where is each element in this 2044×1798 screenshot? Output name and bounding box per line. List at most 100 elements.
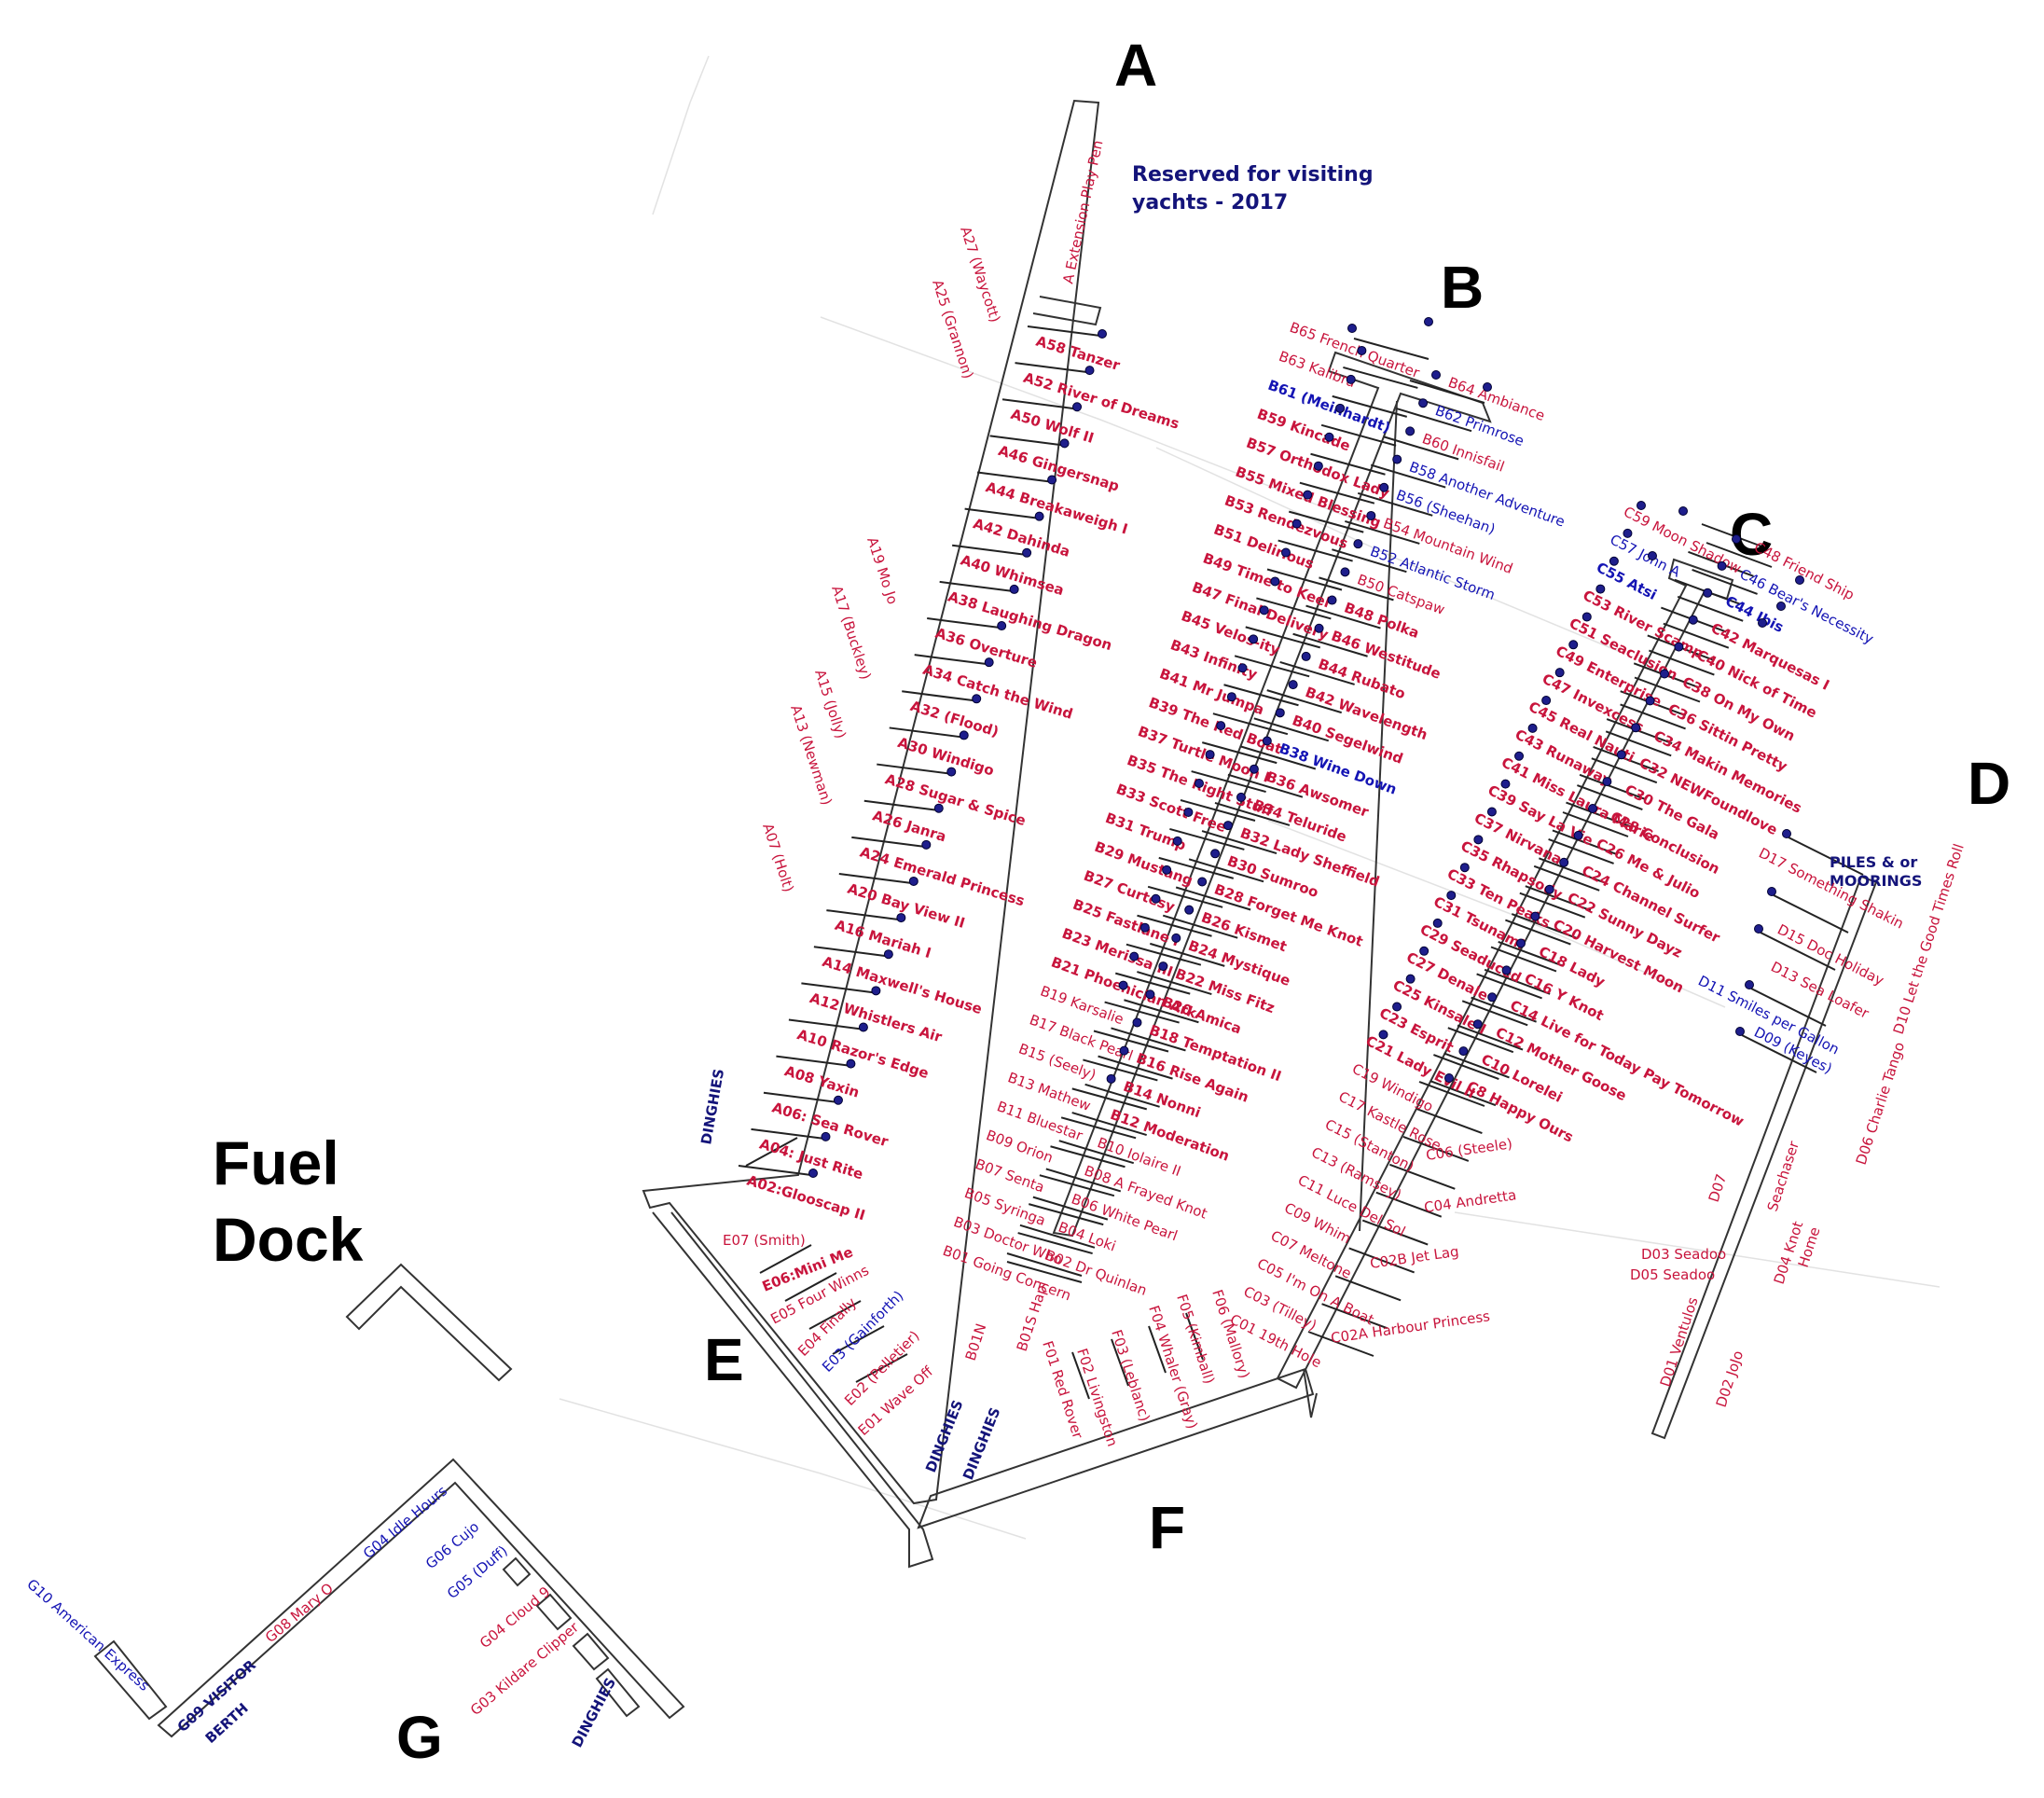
berth-label: D01 Ventulos (1657, 1295, 1702, 1390)
mooring-dot (1588, 804, 1597, 813)
mooring-dot (1172, 836, 1182, 846)
finger-pier (964, 507, 1038, 519)
finger-pier (1357, 491, 1433, 517)
finger-pier (1027, 325, 1101, 337)
mooring-dot (1674, 642, 1684, 652)
mooring-dot (1262, 736, 1272, 746)
finger-pier (1375, 1191, 1443, 1218)
finger-pier (877, 763, 950, 775)
dinghies-label-f: DINGHIES (960, 1405, 1003, 1483)
mooring-dot (1259, 605, 1269, 615)
finger-pier (759, 1244, 812, 1274)
berth-label: A08 Yaxin (782, 1062, 861, 1100)
mooring-dot (1568, 640, 1579, 650)
finger-pier (1111, 1338, 1129, 1387)
map-notes: Reserved for visiting yachts - 2017 PILE… (174, 163, 1923, 1750)
finger-pier (763, 1091, 837, 1103)
dock-f-finger-piers (1071, 1312, 1204, 1400)
mooring-dot (1527, 723, 1538, 733)
finger-pier (1223, 684, 1299, 707)
finger-pier (1519, 892, 1586, 919)
dock-b (1006, 338, 1492, 1283)
mooring-dot (1162, 864, 1172, 875)
mooring-dot (1301, 651, 1311, 661)
finger-pier (1361, 1219, 1429, 1246)
berth-label: A07 (Holt) (759, 822, 797, 894)
finger-pier (1188, 858, 1264, 883)
mooring-dot (1516, 938, 1526, 948)
berth-label: A Extension Play Pen (1059, 139, 1106, 285)
mooring-dot (1573, 830, 1583, 840)
mooring-dot (1541, 696, 1552, 706)
mooring-dot (933, 803, 944, 813)
finger-pier (1201, 830, 1278, 855)
mooring-dot (1183, 807, 1194, 817)
mooring-dot (1129, 951, 1139, 961)
finger-pier (1320, 423, 1397, 447)
dock-e-finger-piers (745, 1137, 908, 1383)
dock-b-walkway-right (1359, 400, 1398, 1232)
finger-pier (1332, 548, 1407, 574)
mooring-dot (871, 986, 881, 996)
dinghies-label-e: DINGHIES (922, 1398, 966, 1475)
finger-pier (1124, 999, 1199, 1024)
finger-pier (1032, 1196, 1109, 1221)
finger-pier (1185, 1312, 1204, 1361)
mooring-dot (1106, 1073, 1116, 1084)
finger-pier (1084, 1083, 1160, 1108)
finger-pier (1471, 996, 1537, 1023)
finger-pier (1433, 1054, 1499, 1081)
finger-pier (1019, 1224, 1096, 1249)
dock-letter-a: A (1114, 32, 1157, 99)
mooring-dot (1458, 1046, 1469, 1057)
finger-pier (1126, 943, 1202, 966)
mooring-dot (1782, 829, 1791, 838)
finger-pier (1058, 1140, 1135, 1165)
mooring-dot (1717, 560, 1727, 571)
finger-pier (1605, 730, 1672, 757)
mooring-dot (1022, 547, 1032, 558)
mooring-dot (1197, 877, 1208, 887)
mooring-dot (1236, 792, 1246, 802)
finger-pier (863, 799, 937, 811)
mooring-dot (1405, 426, 1416, 436)
mooring-dot (1291, 519, 1302, 529)
mooring-dot (1660, 669, 1669, 679)
mooring-dot (1432, 918, 1443, 928)
mooring-dot (1631, 723, 1641, 733)
finger-pier (1353, 338, 1429, 360)
finger-pier (927, 617, 1001, 629)
finger-pier (1201, 741, 1278, 765)
finger-pier (1191, 770, 1266, 794)
finger-pier (1677, 595, 1744, 622)
finger-pier (1148, 1325, 1167, 1374)
mooring-dot (921, 839, 932, 850)
mooring-dot (821, 1131, 831, 1141)
finger-pier (1577, 784, 1643, 811)
mooring-dot (1424, 317, 1433, 326)
finger-pier (1071, 1112, 1147, 1136)
mooring-dot (1340, 567, 1350, 577)
finger-pier (1562, 811, 1629, 837)
mooring-dot (808, 1169, 818, 1178)
finger-pier (1383, 436, 1459, 461)
mooring-dot (1678, 506, 1688, 516)
mooring-dot (1335, 403, 1346, 413)
dinghies-label-a: DINGHIES (697, 1068, 727, 1146)
finger-pier (889, 726, 962, 739)
finger-pier (1060, 1116, 1137, 1140)
finger-pier (1050, 1145, 1126, 1169)
finger-pier (1212, 712, 1289, 736)
finger-pier (745, 1137, 798, 1167)
dock-a-finger-piers (738, 325, 1101, 1176)
finger-pier (1214, 801, 1291, 826)
dock-g-finger-g06 (502, 1556, 532, 1587)
mooring-dot (1483, 382, 1492, 392)
finger-pier (1083, 1058, 1158, 1082)
dock-letter-e: E (704, 1326, 744, 1393)
berth-label: A15 (Jolly) (811, 668, 849, 740)
finger-pier (751, 1127, 824, 1140)
finger-pier (1006, 1261, 1083, 1283)
finger-pier (1484, 968, 1551, 995)
finger-pier (1321, 1303, 1388, 1330)
